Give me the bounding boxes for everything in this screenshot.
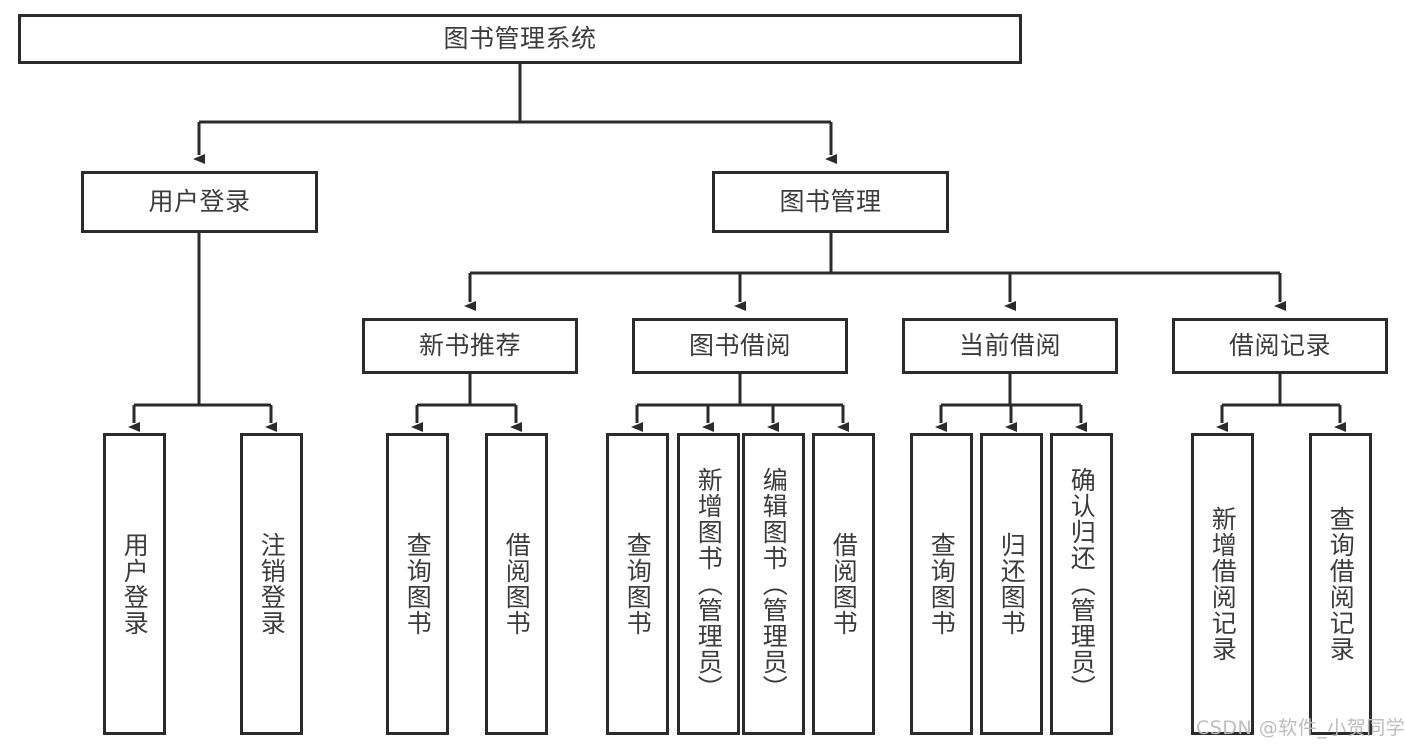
node-new-book-recommend-label: 新书推荐	[418, 331, 521, 361]
leaf-edit-book-label: 编辑图书（管理员）	[759, 467, 789, 701]
leaf-confirm-return[interactable]: 确认归还（管理员）	[1050, 433, 1113, 735]
leaf-query-book-2-label: 查询图书	[623, 532, 653, 636]
leaf-return-book-label: 归还图书	[997, 532, 1027, 636]
leaf-query-record[interactable]: 查询借阅记录	[1309, 433, 1372, 735]
node-root[interactable]: 图书管理系统	[18, 14, 1022, 64]
node-current-borrow[interactable]: 当前借阅	[902, 318, 1118, 374]
leaf-borrow-book-2-label: 借阅图书	[829, 532, 859, 636]
node-book-borrow[interactable]: 图书借阅	[632, 318, 848, 374]
leaf-edit-book[interactable]: 编辑图书（管理员）	[742, 433, 805, 735]
node-current-borrow-label: 当前借阅	[958, 331, 1061, 361]
leaf-add-book-label: 新增图书（管理员）	[694, 467, 724, 701]
leaf-query-book-3-label: 查询图书	[927, 532, 957, 636]
node-borrow-record[interactable]: 借阅记录	[1172, 318, 1388, 374]
leaf-borrow-book-1[interactable]: 借阅图书	[485, 433, 548, 735]
node-book-borrow-label: 图书借阅	[688, 331, 791, 361]
node-book-management[interactable]: 图书管理	[712, 171, 949, 233]
leaf-confirm-return-label: 确认归还（管理员）	[1067, 467, 1097, 701]
node-user-login[interactable]: 用户登录	[81, 171, 318, 233]
leaf-logout-login-label: 注销登录	[257, 532, 287, 636]
leaf-user-login-label: 用户登录	[120, 532, 150, 636]
leaf-user-login[interactable]: 用户登录	[103, 433, 166, 735]
leaf-return-book[interactable]: 归还图书	[980, 433, 1043, 735]
node-new-book-recommend[interactable]: 新书推荐	[362, 318, 578, 374]
leaf-borrow-book-1-label: 借阅图书	[502, 532, 532, 636]
node-book-management-label: 图书管理	[779, 187, 882, 217]
leaf-logout-login[interactable]: 注销登录	[240, 433, 303, 735]
node-borrow-record-label: 借阅记录	[1228, 331, 1331, 361]
leaf-query-book-2[interactable]: 查询图书	[606, 433, 669, 735]
leaf-add-book[interactable]: 新增图书（管理员）	[677, 433, 740, 735]
node-user-login-label: 用户登录	[148, 187, 251, 217]
leaf-query-book-3[interactable]: 查询图书	[910, 433, 973, 735]
leaf-query-book-1-label: 查询图书	[403, 532, 433, 636]
leaf-borrow-book-2[interactable]: 借阅图书	[812, 433, 875, 735]
leaf-add-record-label: 新增借阅记录	[1208, 506, 1238, 662]
leaf-query-book-1[interactable]: 查询图书	[386, 433, 449, 735]
leaf-add-record[interactable]: 新增借阅记录	[1191, 433, 1254, 735]
leaf-query-record-label: 查询借阅记录	[1326, 506, 1356, 662]
node-root-label: 图书管理系统	[443, 24, 597, 54]
